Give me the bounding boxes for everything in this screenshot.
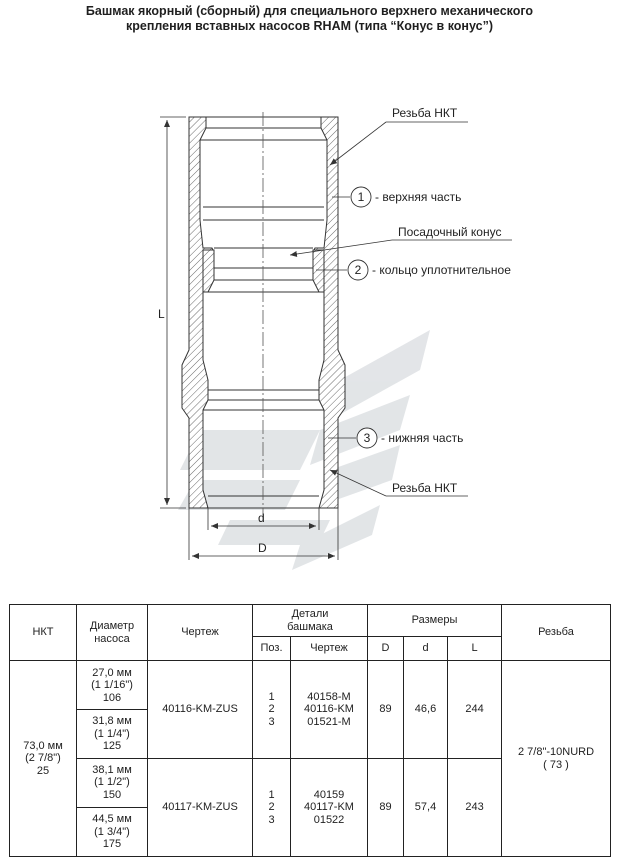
pump-cell: 44,5 мм (1 3/4") 175 xyxy=(76,806,148,858)
cone-label: Посадочный конус xyxy=(398,225,501,239)
technical-drawing: L d D Резьба НКТ 1 - верхняя часть Посад… xyxy=(158,106,512,570)
thread-top-label: Резьба НКТ xyxy=(392,106,458,120)
dimension-L-label: L xyxy=(158,307,165,321)
header-drawing: Чертеж xyxy=(147,603,253,662)
size-L-cell: 244 xyxy=(446,660,503,759)
callout-2-number: 2 xyxy=(355,263,362,277)
drawing-cell: 40116-KM-ZUS xyxy=(147,660,253,759)
header-details-drawing: Чертеж xyxy=(290,636,368,662)
dimension-L xyxy=(160,116,186,509)
positions-cell: 1 2 3 xyxy=(252,660,291,759)
header-pump-diameter: Диаметр насоса xyxy=(76,603,148,662)
body-section-right xyxy=(312,116,346,509)
leader-thread-top xyxy=(329,121,468,166)
drawing-cell: 40117-KM-ZUS xyxy=(147,757,253,858)
dimension-d xyxy=(207,508,320,530)
details-cell: 40158-M 40116-KM 01521-M xyxy=(290,660,368,759)
header-thread: Резьба xyxy=(501,603,612,662)
part-2-label: - кольцо уплотнительное xyxy=(372,263,511,277)
seal-ring-left xyxy=(202,249,215,293)
leader-thread-bottom xyxy=(329,469,468,497)
leader-cone xyxy=(289,239,512,257)
pump-cell: 31,8 мм (1 1/4") 125 xyxy=(76,709,148,759)
pump-cell: 38,1 мм (1 1/2") 150 xyxy=(76,757,148,808)
spec-table: НКТ Диаметр насоса Чертеж Детали башмака… xyxy=(9,603,612,858)
header-nkt: НКТ xyxy=(9,603,77,662)
callout-1: 1 xyxy=(332,186,372,208)
size-d-cell: 46,6 xyxy=(403,660,448,759)
details-cell: 40159 40117-KM 01522 xyxy=(290,757,368,858)
seal-ring-right xyxy=(312,249,325,293)
part-3-label: - нижняя часть xyxy=(381,431,463,445)
table-row: 31,8 мм (1 1/4") 125 xyxy=(10,709,611,759)
body-section-left xyxy=(181,116,215,509)
nkt-value: 73,0 мм (2 7/8") 25 xyxy=(9,660,77,857)
header-pos: Поз. xyxy=(252,636,291,662)
header-sizes: Размеры xyxy=(366,603,503,638)
size-d-cell: 57,4 xyxy=(403,757,448,858)
thread-value: 2 7/8"-10NURD ( 73 ) xyxy=(501,660,612,857)
dimension-D xyxy=(188,508,339,560)
header-D: D xyxy=(367,636,404,662)
part-1-label: - верхняя часть xyxy=(375,190,461,204)
watermark-logo xyxy=(178,330,430,570)
size-D-cell: 89 xyxy=(367,660,404,759)
callout-1-number: 1 xyxy=(358,190,365,204)
drawing-title: Башмак якорный (сборный) для специальног… xyxy=(0,4,619,34)
header-L: L xyxy=(446,636,503,662)
callout-3: 3 xyxy=(328,427,378,449)
dimension-D-label: D xyxy=(258,541,267,555)
size-L-cell: 243 xyxy=(446,757,503,858)
inner-bore-lines xyxy=(189,116,338,509)
callout-3-number: 3 xyxy=(364,431,371,445)
thread-bottom-label: Резьба НКТ xyxy=(392,481,458,495)
positions-cell: 1 2 3 xyxy=(252,757,291,858)
table-row: 38,1 мм (1 1/2") 150 40117-KM-ZUS 1 2 3 … xyxy=(10,757,611,858)
size-D-cell: 89 xyxy=(367,757,404,858)
header-d: d xyxy=(403,636,448,662)
table-row: 44,5 мм (1 3/4") 175 xyxy=(10,806,611,858)
title-line-2: крепления вставных насосов RHAM (типа “К… xyxy=(125,19,493,33)
table-row: 73,0 мм (2 7/8") 25 27,0 мм (1 1/16") 10… xyxy=(9,660,612,857)
header-details: Детали башмака xyxy=(252,603,368,638)
callout-2: 2 xyxy=(316,259,369,281)
title-line-1: Башмак якорный (сборный) для специальног… xyxy=(85,4,534,18)
dimension-d-label: d xyxy=(258,511,265,525)
pump-cell: 27,0 мм (1 1/16") 106 xyxy=(76,660,148,711)
